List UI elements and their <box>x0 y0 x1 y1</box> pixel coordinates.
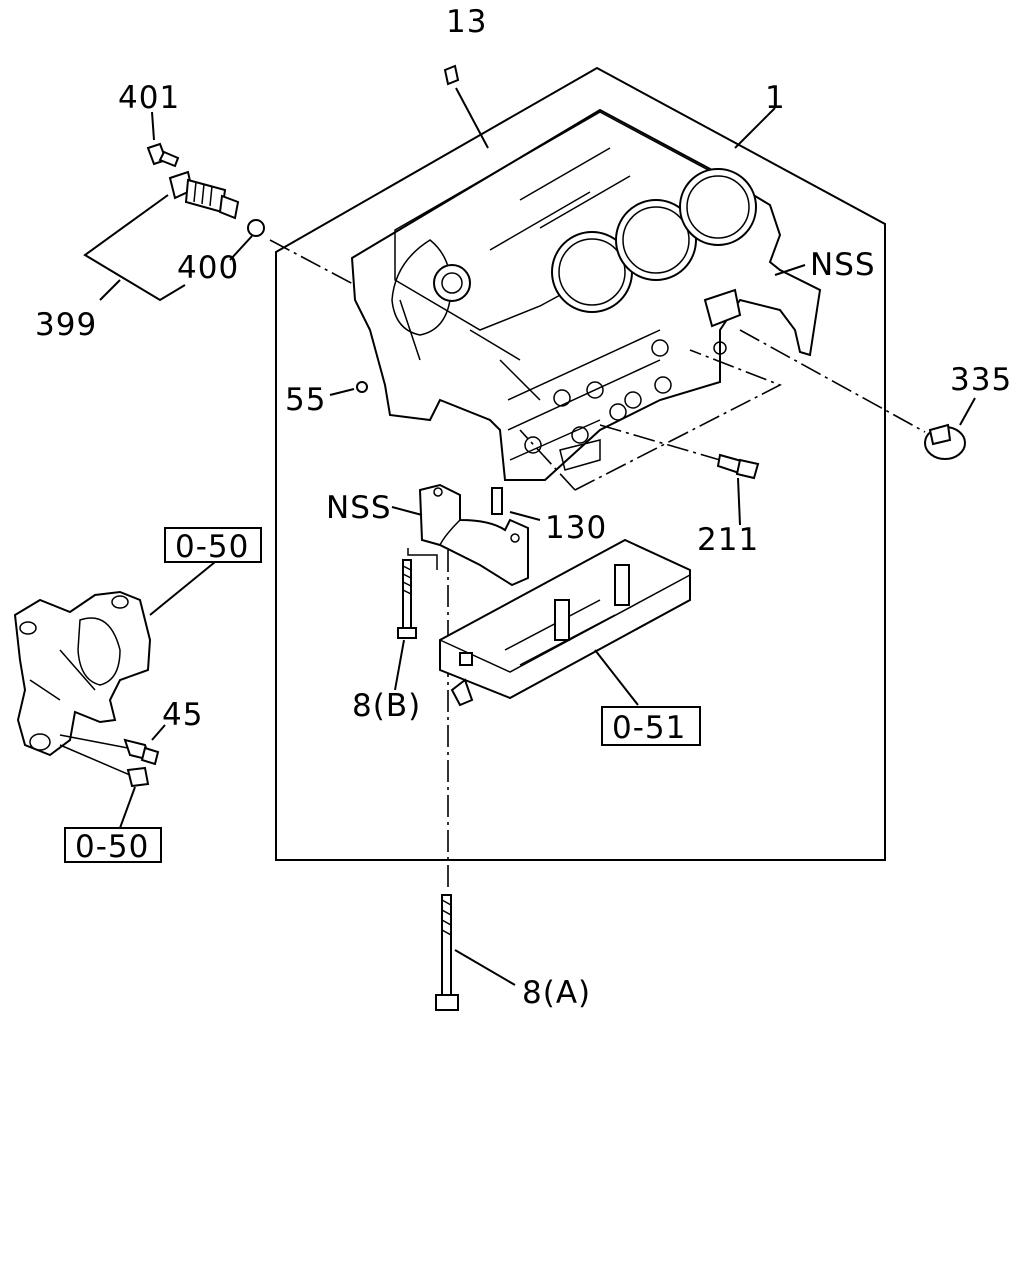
callout-13: 13 <box>446 4 487 40</box>
callout-211: 211 <box>697 522 759 558</box>
callout-051: 0-51 <box>612 710 686 746</box>
callout-335: 335 <box>950 362 1012 398</box>
leader-nss-mid <box>391 506 423 516</box>
leader-401 <box>151 111 155 141</box>
leader-399 <box>99 279 121 301</box>
leader-55 <box>329 388 355 396</box>
leader-dashline-401 <box>269 239 356 286</box>
leader-45 <box>151 724 166 741</box>
leader-8a <box>454 949 516 986</box>
leader-400 <box>229 235 253 261</box>
callout-050-bot: 0-50 <box>75 829 149 865</box>
callout-8a: 8(A) <box>522 975 591 1011</box>
leader-fitting-dash <box>59 744 131 776</box>
oil-filter-bracket[interactable] <box>13 590 152 757</box>
leader-dashline-pan <box>519 349 782 491</box>
callout-nss-top: NSS <box>810 247 876 283</box>
leader-050-top <box>149 561 216 616</box>
bolt-8a[interactable] <box>435 894 459 1011</box>
callout-050-top: 0-50 <box>175 529 249 565</box>
ref-box-051[interactable] <box>601 706 701 746</box>
leader-335 <box>959 397 976 426</box>
ref-box-050-bot[interactable] <box>64 827 162 863</box>
bracket-399 <box>83 194 186 302</box>
leader-8b <box>394 639 405 691</box>
leader-051 <box>594 649 639 706</box>
leader-13 <box>455 87 489 149</box>
callout-8b: 8(B) <box>352 688 421 724</box>
bolt-8b[interactable] <box>397 559 417 639</box>
leader-211 <box>737 477 741 526</box>
callout-1: 1 <box>765 80 786 116</box>
callout-nss-mid: NSS <box>326 490 392 526</box>
leader-nss-top <box>774 264 806 276</box>
fitting-050[interactable] <box>126 766 150 788</box>
leader-1 <box>734 107 776 149</box>
callout-45: 45 <box>162 697 203 733</box>
leader-dashline-335 <box>739 329 926 433</box>
leader-45-dash <box>59 734 129 749</box>
callout-399: 399 <box>35 307 97 343</box>
bolt-401[interactable] <box>146 142 180 168</box>
callout-55: 55 <box>285 382 326 418</box>
callout-400: 400 <box>177 250 239 286</box>
bearing-beam-051[interactable] <box>439 538 691 707</box>
ref-box-050-top[interactable] <box>164 527 262 563</box>
leader-dashline-211 <box>599 424 721 461</box>
dowel-13[interactable] <box>443 64 460 86</box>
bolt-211[interactable] <box>716 453 760 480</box>
assembly-outline <box>275 66 886 861</box>
bearing-cap[interactable] <box>418 483 529 587</box>
bracket-8b <box>407 548 438 570</box>
oring-400[interactable] <box>247 219 265 237</box>
callout-401: 401 <box>118 80 180 116</box>
callout-130: 130 <box>545 510 607 546</box>
leader-130 <box>509 511 541 521</box>
cylinder-block[interactable] <box>350 108 822 481</box>
switch-45[interactable] <box>123 738 160 766</box>
sensor-399[interactable] <box>168 170 240 220</box>
plug-335[interactable] <box>924 423 966 460</box>
plug-55[interactable] <box>356 381 368 393</box>
dowel-130[interactable] <box>491 487 503 515</box>
leader-050-bot <box>119 786 136 829</box>
